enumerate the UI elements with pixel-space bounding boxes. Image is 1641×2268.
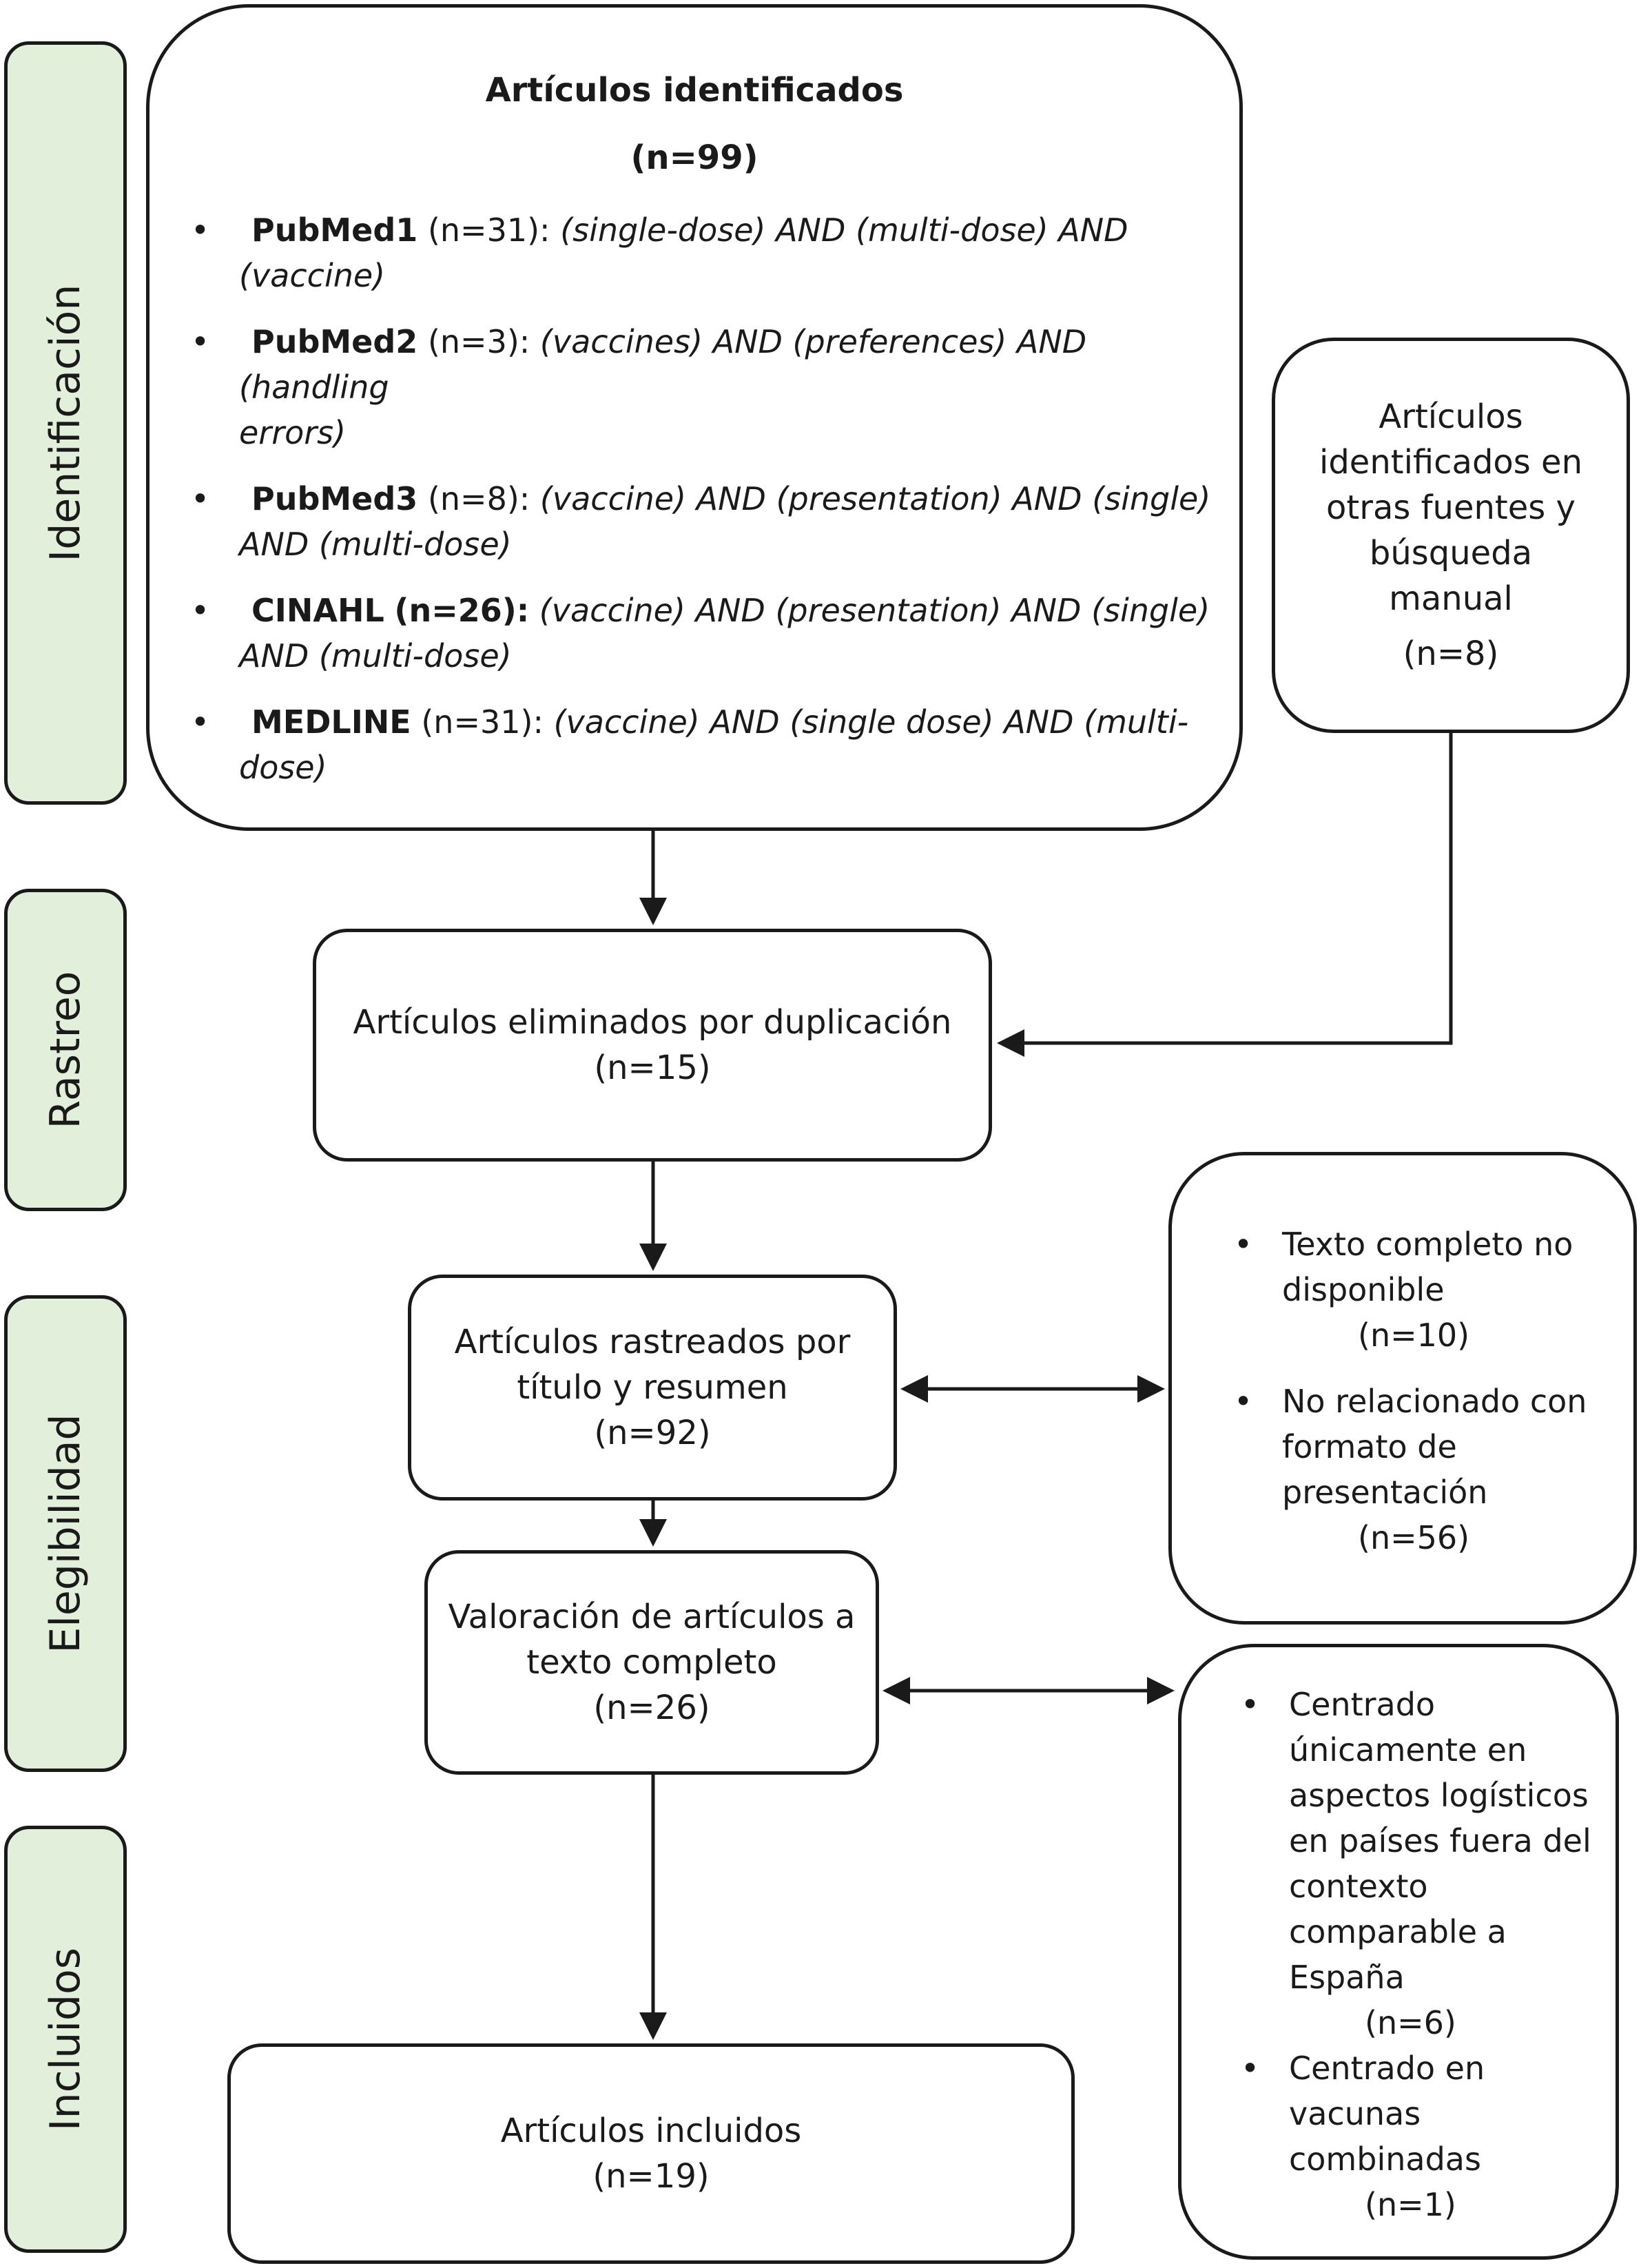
fulltext-box: Valoración de artículos a texto completo… [424, 1550, 879, 1775]
source-item-pubmed3: PubMed3 (n=8): (vaccine) AND (presentati… [191, 476, 1217, 567]
screened-line1: Artículos rastreados por [454, 1323, 851, 1361]
excluded-reason-line: comparable a [1289, 1913, 1507, 1950]
source-query-cont: AND (multi-dose) [239, 526, 512, 563]
source-query-cont: (vaccine) [239, 257, 386, 294]
screened-box: Artículos rastreados por título y resume… [408, 1275, 897, 1501]
other-sources-line4: búsqueda [1369, 534, 1533, 573]
excluded-reason-count: (n=1) [1365, 2186, 1456, 2223]
excluded-reason-line: Centrado [1289, 1686, 1436, 1723]
excluded-screening-item: No relacionado con formato de presentaci… [1234, 1379, 1627, 1560]
excluded-reason-line: disponible [1282, 1271, 1445, 1308]
excluded-reason-line: formato de [1282, 1428, 1457, 1465]
excluded-reason-line: combinadas [1289, 2141, 1481, 2178]
source-query: (vaccine) AND (presentation) AND (single… [539, 592, 1210, 629]
phase-elegibilidad: Elegibilidad [4, 1295, 127, 1772]
duplicates-count: (n=15) [594, 1049, 711, 1087]
included-box: Artículos incluidos (n=19) [227, 2043, 1075, 2264]
duplicates-title: Artículos eliminados por duplicación [353, 1003, 952, 1042]
fulltext-line2: texto completo [526, 1643, 777, 1682]
source-query-cont: AND (multi-dose) [239, 637, 512, 674]
source-name: PubMed2 [251, 323, 418, 360]
excluded-reason-line: aspectos logísticos [1289, 1777, 1589, 1814]
excluded-reason-count: (n=56) [1358, 1519, 1470, 1556]
source-name: CINAHL [251, 592, 384, 629]
source-name: PubMed3 [251, 480, 418, 517]
screened-line2: título y resumen [517, 1368, 788, 1407]
excluded-reason-line: Texto completo no [1282, 1226, 1573, 1263]
phase-identificacion: Identificación [4, 41, 127, 805]
excluded-reason-line: contexto [1289, 1868, 1428, 1905]
excluded-screening-list: Texto completo no disponible (n=10) No r… [1234, 1221, 1627, 1560]
other-sources-line2: identificados en [1319, 443, 1582, 482]
source-query-cont: errors) [239, 414, 347, 451]
phase-rastreo: Rastreo [4, 889, 127, 1211]
source-count: (n=8): [427, 480, 530, 517]
source-query: (single-dose) AND (multi-dose) AND [560, 212, 1128, 249]
excluded-fulltext-item: Centrado únicamente en aspectos logístic… [1241, 1682, 1613, 2045]
other-sources-count: (n=8) [1403, 635, 1499, 673]
excluded-fulltext-item: Centrado en vacunas combinadas (n=1) [1241, 2045, 1613, 2227]
identified-title: Artículos identificados [485, 71, 904, 110]
excluded-fulltext-box: Centrado únicamente en aspectos logístic… [1178, 1644, 1619, 2260]
source-count: (n=31): [427, 212, 550, 249]
phase-label-elegibilidad: Elegibilidad [41, 1414, 90, 1653]
excluded-reason-count: (n=10) [1358, 1317, 1470, 1354]
source-name: MEDLINE [251, 703, 411, 741]
source-query: (vaccine) AND (presentation) AND (single… [539, 480, 1211, 517]
source-item-medline: MEDLINE (n=31): (vaccine) AND (single do… [191, 699, 1217, 790]
screened-count: (n=92) [594, 1414, 711, 1452]
included-title: Artículos incluidos [500, 2112, 802, 2150]
duplicates-box: Artículos eliminados por duplicación (n=… [313, 929, 992, 1162]
excluded-reason-line: vacunas [1289, 2095, 1421, 2132]
other-sources-line3: otras fuentes y [1326, 488, 1576, 527]
identified-articles-box: Artículos identificados (n=99) PubMed1 (… [146, 4, 1243, 831]
excluded-reason-count: (n=6) [1365, 2004, 1456, 2041]
fulltext-count: (n=26) [593, 1689, 710, 1727]
excluded-screening-item: Texto completo no disponible (n=10) [1234, 1221, 1627, 1358]
phase-incluidos: Incluidos [4, 1826, 127, 2253]
identified-source-list: PubMed1 (n=31): (single-dose) AND (multi… [191, 207, 1217, 790]
other-sources-box: Artículos identificados en otras fuentes… [1272, 338, 1630, 733]
excluded-fulltext-list: Centrado únicamente en aspectos logístic… [1241, 1682, 1613, 2227]
other-sources-line5: manual [1389, 579, 1513, 618]
source-item-pubmed2: PubMed2 (n=3): (vaccines) AND (preferenc… [191, 319, 1217, 455]
source-item-cinahl: CINAHL (n=26): (vaccine) AND (presentati… [191, 588, 1217, 679]
source-count: (n=31): [421, 703, 544, 741]
excluded-reason-line: España [1289, 1959, 1405, 1996]
identified-count: (n=99) [630, 138, 758, 177]
included-count: (n=19) [592, 2157, 710, 2196]
excluded-reason-line: presentación [1282, 1474, 1488, 1511]
excluded-reason-line: No relacionado con [1282, 1383, 1587, 1420]
excluded-reason-line: únicamente en [1289, 1731, 1527, 1769]
fulltext-line1: Valoración de artículos a [448, 1598, 856, 1636]
source-count: (n=26): [394, 592, 530, 629]
source-name: PubMed1 [251, 212, 418, 249]
phase-label-identificacion: Identificación [41, 284, 90, 562]
phase-label-incluidos: Incluidos [41, 1947, 90, 2132]
excluded-reason-line: en países fuera del [1289, 1822, 1591, 1859]
other-sources-line1: Artículos [1379, 398, 1523, 436]
phase-label-rastreo: Rastreo [41, 971, 90, 1129]
source-item-pubmed1: PubMed1 (n=31): (single-dose) AND (multi… [191, 207, 1217, 298]
source-count: (n=3): [427, 323, 530, 360]
excluded-reason-line: Centrado en [1289, 2050, 1485, 2087]
source-query: (vaccines) AND (preferences) AND (handli… [239, 323, 1087, 406]
excluded-screening-box: Texto completo no disponible (n=10) No r… [1168, 1152, 1637, 1625]
